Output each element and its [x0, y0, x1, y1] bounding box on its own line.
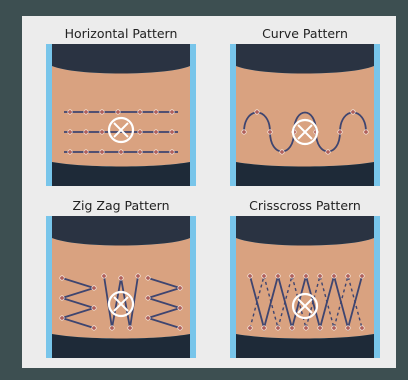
zigzag-pattern-figure	[46, 216, 196, 358]
crisscross-pattern-figure	[230, 216, 380, 358]
panel-title: Crisscross Pattern	[230, 196, 380, 216]
panel-title: Horizontal Pattern	[46, 24, 196, 44]
panel-title: Curve Pattern	[230, 24, 380, 44]
panel-title: Zig Zag Pattern	[46, 196, 196, 216]
horizontal-pattern-figure	[46, 44, 196, 186]
illustration-card: Horizontal Pattern Curve Pattern	[22, 16, 396, 368]
curve-pattern-figure	[230, 44, 380, 186]
